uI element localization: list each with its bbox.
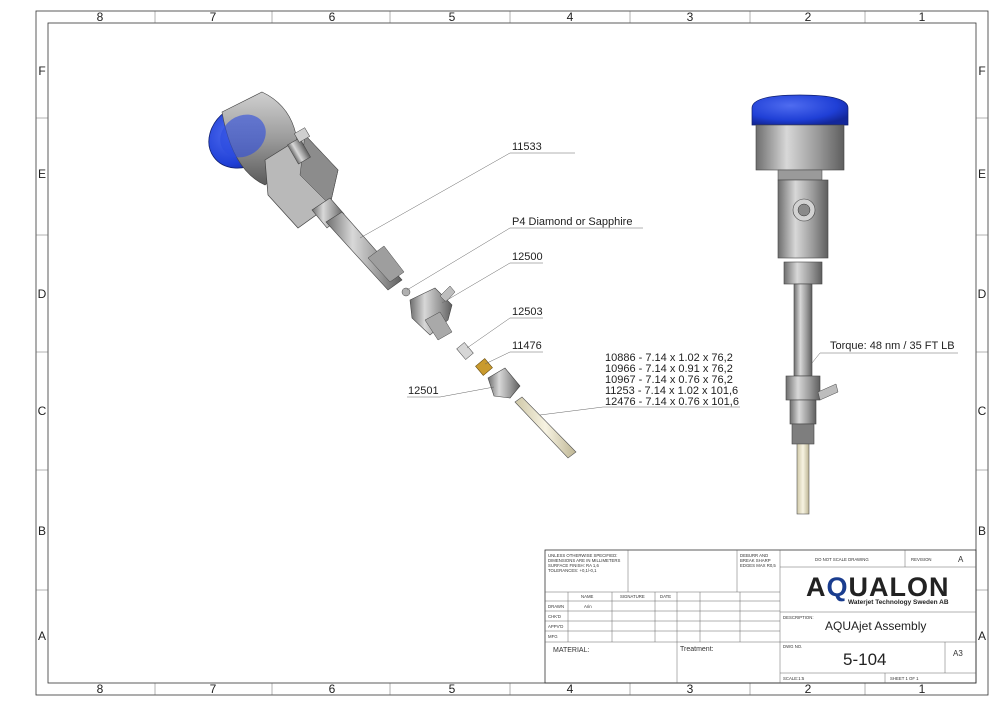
callout-12501: 12501 xyxy=(408,385,439,397)
tb-dwg-label: DWG NO. xyxy=(783,644,802,649)
zone-top-1: 1 xyxy=(919,10,926,24)
tb-row-appvd: APPV'D xyxy=(548,624,563,629)
exploded-body-11533 xyxy=(264,127,405,291)
callout-11533: 11533 xyxy=(512,141,542,153)
logo-subtitle: Waterjet Technology Sweden AB xyxy=(848,599,949,606)
assembled-nozzle-nut xyxy=(791,423,815,445)
tube-spec-2: 10966 - 7.14 x 0.91 x 76,2 xyxy=(605,363,733,375)
tb-size: A3 xyxy=(953,649,963,658)
tb-material-label: MATERIAL: xyxy=(553,647,589,654)
aqualon-logo: AQUALON Waterjet Technology Sweden AB xyxy=(806,572,950,606)
zone-left-E: E xyxy=(38,167,46,181)
tb-deburr-2: BREAK SHARP xyxy=(740,558,771,563)
exploded-nozzle-12500 xyxy=(409,285,456,341)
zone-left-F: F xyxy=(38,64,45,78)
exploded-focusing-tube xyxy=(514,396,577,459)
zone-left-C: C xyxy=(38,404,47,418)
title-block xyxy=(544,549,977,684)
exploded-part-12503 xyxy=(456,342,474,360)
exploded-nut-12501 xyxy=(487,367,521,399)
zone-right-A: A xyxy=(978,629,986,643)
tb-drawn-by: Arin xyxy=(584,604,592,609)
callout-11476: 11476 xyxy=(512,340,542,352)
tb-row-mfg: MFG xyxy=(548,634,558,639)
assembled-view xyxy=(751,94,849,515)
tb-row-chkd: CHK'D xyxy=(548,614,561,619)
zone-bottom-4: 4 xyxy=(567,682,574,696)
tb-header-signature: SIGNATURE xyxy=(620,594,645,599)
zone-right-B: B xyxy=(978,524,986,538)
assembled-nut xyxy=(783,261,823,285)
zone-top-8: 8 xyxy=(97,10,104,24)
callout-p4-orifice: P4 Diamond or Sapphire xyxy=(512,216,632,228)
exploded-collet-11476 xyxy=(475,358,493,376)
tb-header-name: NAME xyxy=(581,594,594,599)
zone-left-B: B xyxy=(38,524,46,538)
zone-bottom-6: 6 xyxy=(329,682,336,696)
exploded-view xyxy=(208,91,577,459)
zone-left-A: A xyxy=(38,629,46,643)
inner-frame xyxy=(47,22,977,684)
zone-bottom-8: 8 xyxy=(97,682,104,696)
zone-right-D: D xyxy=(978,287,987,301)
svg-text:AQUALON: AQUALON xyxy=(806,572,950,602)
tube-spec-3: 10967 - 7.14 x 0.76 x 76,2 xyxy=(605,374,733,386)
zone-top-2: 2 xyxy=(805,10,812,24)
tb-deburr-3: EDGES MAX R0,5 xyxy=(740,563,776,568)
tb-dwg-number: 5-104 xyxy=(843,650,886,669)
zone-bottom-7: 7 xyxy=(210,682,217,696)
tb-row-drawn: DRAWN xyxy=(548,604,564,609)
tb-deburr-1: DEBURR AND xyxy=(740,553,768,558)
tb-description: AQUAjet Assembly xyxy=(825,619,926,633)
zone-ticks xyxy=(36,11,988,695)
exploded-orifice xyxy=(401,287,411,297)
tb-note-4: TOLERANCES: +0,1/-0,1 xyxy=(548,568,597,573)
tb-note-3: SURFACE FINISH: RA 1,6 xyxy=(548,563,599,568)
zone-top-3: 3 xyxy=(687,10,694,24)
zone-left-D: D xyxy=(38,287,47,301)
zone-bottom-2: 2 xyxy=(805,682,812,696)
zone-top-6: 6 xyxy=(329,10,336,24)
tb-revision: A xyxy=(958,555,964,564)
assembled-gauge-body xyxy=(755,124,845,171)
assembled-stem xyxy=(793,283,813,377)
tube-spec-1: 10886 - 7.14 x 1.02 x 76,2 xyxy=(605,352,733,364)
tb-header-date: DATE xyxy=(660,594,671,599)
callout-12503: 12503 xyxy=(512,306,543,318)
zone-top-4: 4 xyxy=(567,10,574,24)
tb-treatment-label: Treatment: xyxy=(680,646,714,653)
tube-spec-4: 11253 - 7.14 x 1.02 x 101,6 xyxy=(605,385,738,397)
zone-right-F: F xyxy=(978,64,985,78)
assembled-gauge-cap xyxy=(751,94,849,126)
zone-right-E: E xyxy=(978,167,986,181)
zone-top-7: 7 xyxy=(210,10,217,24)
tb-scale: SCALE:1:5 xyxy=(783,676,805,681)
tb-note-2: DIMENSIONS ARE IN MILLIMETERS xyxy=(548,558,620,563)
assembled-focusing-tube xyxy=(796,443,810,515)
zone-bottom-5: 5 xyxy=(449,682,456,696)
tube-spec-5: 12476 - 7.14 x 0.76 x 101,6 xyxy=(605,396,739,408)
zone-top-5: 5 xyxy=(449,10,456,24)
outer-frame xyxy=(35,10,989,696)
zone-bottom-1: 1 xyxy=(919,682,926,696)
zone-right-C: C xyxy=(978,404,987,418)
callout-leaders xyxy=(359,152,958,416)
assembled-nozzle-body xyxy=(785,375,821,401)
tb-revision-label: REVISION xyxy=(911,557,932,562)
callout-12500: 12500 xyxy=(512,251,543,263)
tb-note-1: UNLESS OTHERWISE SPECIFIED: xyxy=(548,553,617,558)
tb-sheet: SHEET 1 OF 1 xyxy=(890,676,919,681)
tb-do-not-scale: DO NOT SCALE DRAWING xyxy=(815,557,869,562)
callout-torque: Torque: 48 nm / 35 FT LB xyxy=(830,340,955,352)
tb-description-label: DESCRIPTION: xyxy=(783,615,814,620)
zone-bottom-3: 3 xyxy=(687,682,694,696)
